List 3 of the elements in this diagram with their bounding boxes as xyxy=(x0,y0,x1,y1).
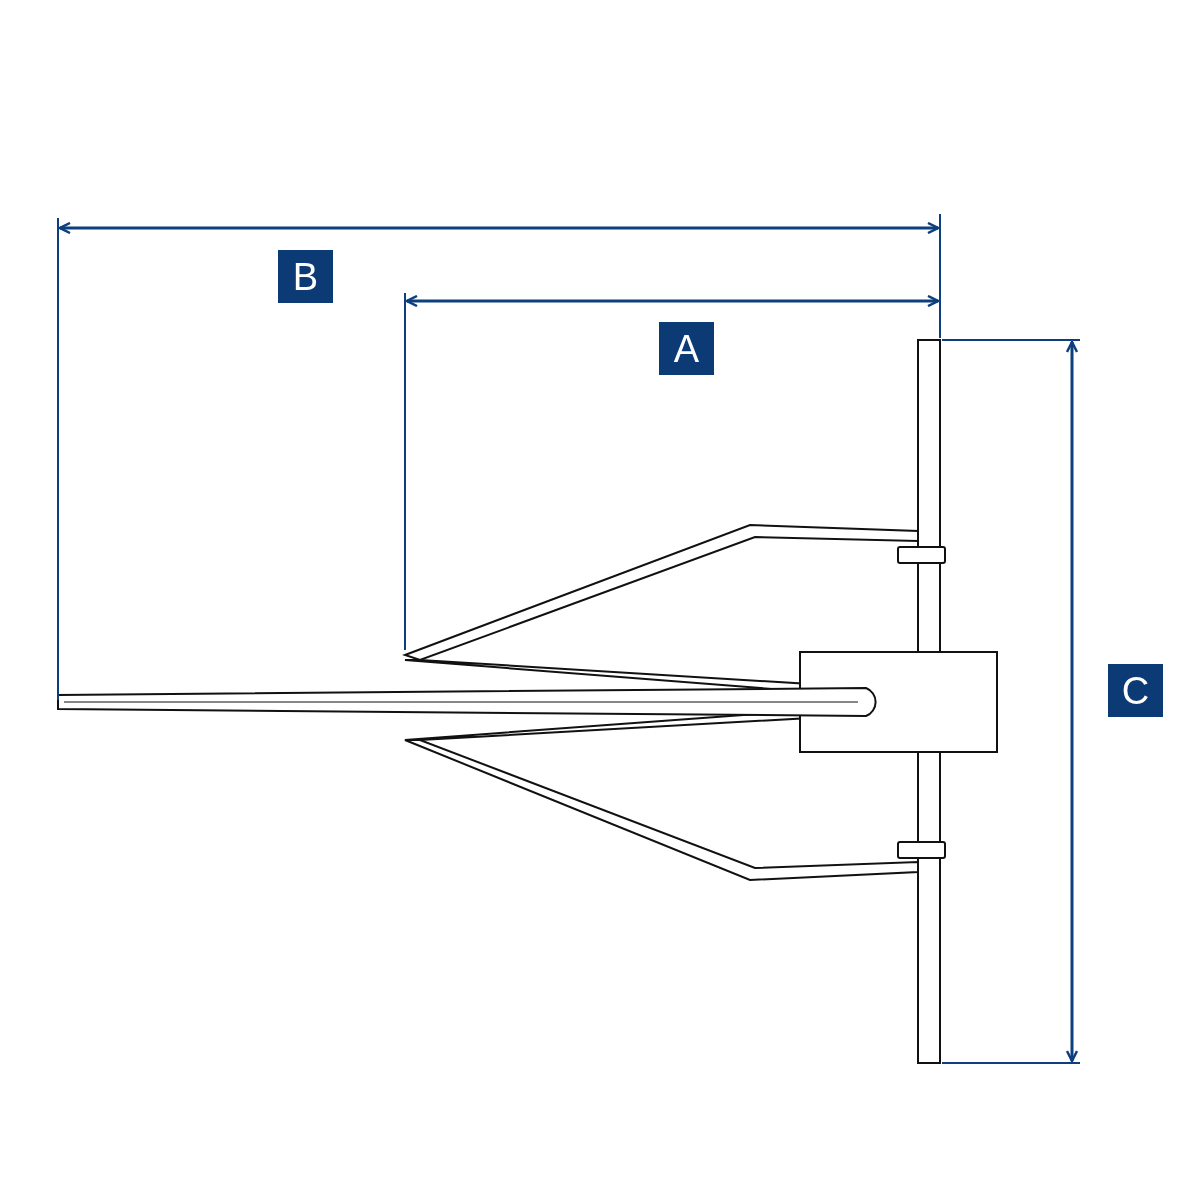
dimension-label: B xyxy=(278,250,333,303)
dimension-label: A xyxy=(659,322,714,375)
dimension-label: C xyxy=(1108,664,1163,717)
